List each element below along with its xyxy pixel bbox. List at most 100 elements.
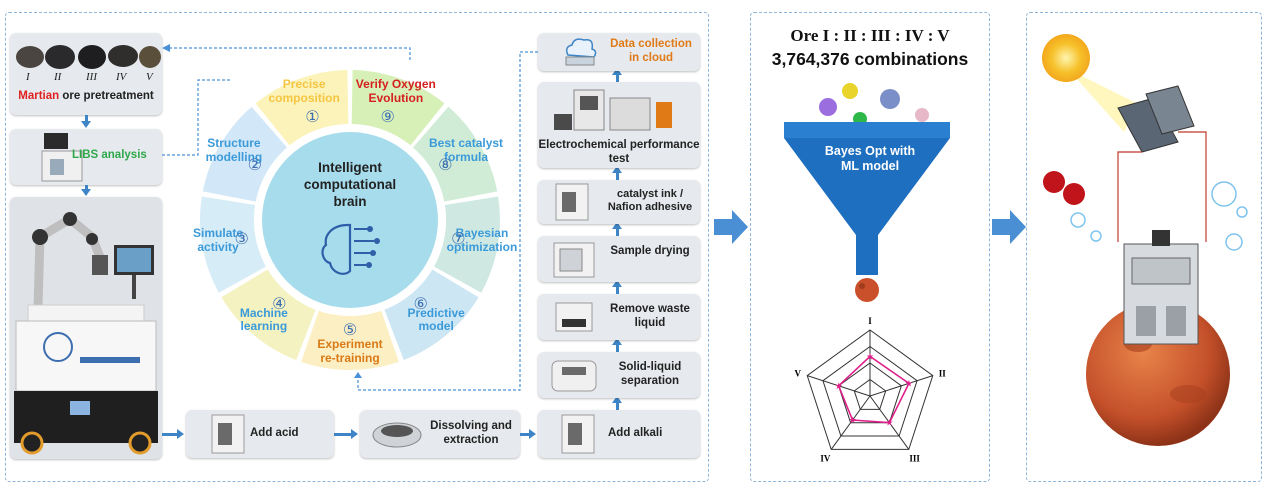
wheel-segment-label: Machine learning xyxy=(239,305,288,334)
radar-grid-ring xyxy=(806,329,934,450)
ore-label-2: II xyxy=(54,71,62,83)
solid-liquid-box: Solid-liquid separation xyxy=(538,352,700,398)
wheel-segment-label: Experiment re-training xyxy=(317,337,383,365)
radar-grid-ring xyxy=(822,345,918,437)
oven-image xyxy=(553,242,595,278)
ore-pretreatment-box: I II III IV V Martian ore pretreatment xyxy=(10,33,162,115)
radar-axis-label: IV xyxy=(820,453,831,463)
brain-wheel xyxy=(200,70,501,370)
wheel-segment-number: ④ xyxy=(272,296,287,314)
oxygen-molecule-icon xyxy=(1043,171,1065,193)
radar-series-line xyxy=(837,355,910,424)
wheel-segment-label: Bayesian optimization xyxy=(446,226,518,255)
add-alkali-box: Add alkali xyxy=(538,410,700,458)
sample-drying-box: Sample drying xyxy=(538,236,700,282)
libs-instrument-image xyxy=(41,133,83,182)
wheel-segment-number: ② xyxy=(247,157,262,174)
wheel-segment-number: ⑤ xyxy=(342,322,358,339)
wheel-segment-number: ⑦ xyxy=(451,231,466,249)
ore-labels: I II III IV V xyxy=(10,71,162,85)
ore-pretreatment-text: ore pretreatment xyxy=(59,90,154,102)
acid-instrument-image xyxy=(211,414,245,454)
radar-point: ★ xyxy=(849,415,857,425)
ore-samples-image xyxy=(16,45,161,69)
wheel-segment-number: ③ xyxy=(234,231,249,249)
wheel-segment-label: Simulate activity xyxy=(193,226,244,255)
radar-grid-ring xyxy=(853,378,887,410)
mars-small-icon xyxy=(855,278,879,302)
dissolving-box: Dissolving and extraction xyxy=(360,410,520,458)
wheel-segment xyxy=(301,310,399,370)
wheel-segment-number: ① xyxy=(305,108,320,126)
wheel-segment xyxy=(433,196,501,293)
radar-point: ★ xyxy=(866,351,874,361)
optimization-panel xyxy=(750,12,990,482)
wheel-segment-number: ⑨ xyxy=(380,108,395,126)
ore-pretreatment-title: Martian ore pretreatment xyxy=(10,90,162,104)
remove-waste-label: Remove waste liquid xyxy=(610,303,690,329)
radar-axis-label: I xyxy=(868,316,872,326)
wheel-segment-number: ⑧ xyxy=(438,157,453,174)
alkali-instrument-image xyxy=(561,414,595,454)
robot-image xyxy=(14,212,158,455)
wheel-segment-number: ⑥ xyxy=(413,296,428,314)
centrifuge-image xyxy=(551,360,597,392)
brain-title: Intelligent computational brain xyxy=(303,160,397,209)
radar-axis xyxy=(830,395,871,450)
workflow-panel xyxy=(5,12,709,482)
radar-axis-label: II xyxy=(939,369,947,379)
add-alkali-label: Add alkali xyxy=(608,427,663,439)
robot-platform-box xyxy=(10,197,162,459)
remove-waste-box: Remove waste liquid xyxy=(538,294,700,340)
wheel-segment xyxy=(384,269,479,361)
ore-ratio-title: Ore I : II : III : IV : V xyxy=(790,26,950,45)
add-acid-box: Add acid xyxy=(186,410,334,458)
wheel-segment xyxy=(200,196,267,293)
filtration-image xyxy=(555,302,593,332)
ore-label-4: IV xyxy=(116,71,127,83)
wheel-segment-label: Predictive model xyxy=(407,305,465,334)
ore-label-5: V xyxy=(146,71,153,83)
libs-label: LIBS analysis xyxy=(72,149,147,161)
martian-word: Martian xyxy=(18,90,60,102)
combinations-title: 3,764,376 combinations xyxy=(771,49,969,69)
radar-grid-ring xyxy=(838,362,902,424)
dissolving-label: Dissolving and extraction xyxy=(430,420,512,446)
wheel-segment xyxy=(412,106,498,202)
bayes-funnel xyxy=(784,83,950,275)
wheel-segments xyxy=(200,70,501,370)
mars-application-panel xyxy=(1026,12,1262,482)
wheel-segment-label: Structure modelling xyxy=(205,136,263,164)
dissolving-instrument-image xyxy=(372,422,422,448)
libs-analysis-box: LIBS analysis xyxy=(10,129,162,185)
wheel-segment xyxy=(351,70,445,146)
sample-drying-label: Sample drying xyxy=(610,245,690,257)
sun-icon xyxy=(1042,34,1090,82)
arrow-right-icon xyxy=(714,210,748,244)
wheel-segment xyxy=(202,106,288,202)
electrochemical-test-label: Electrochemical performance test xyxy=(538,139,700,165)
add-acid-label: Add acid xyxy=(250,427,299,439)
radar-point: ★ xyxy=(835,381,843,391)
electrochemical-test-box: Electrochemical performance test xyxy=(538,82,700,168)
ore-label-3: III xyxy=(86,71,97,83)
radar-point: ★ xyxy=(885,418,893,428)
brain-icon xyxy=(321,223,380,275)
catalyst-ink-box: catalyst ink / Nafion adhesive xyxy=(538,180,700,224)
mars-oxygen-scene xyxy=(1042,34,1248,446)
radar-axis-label: III xyxy=(909,453,920,463)
radar-axis xyxy=(869,375,933,397)
funnel-label: Bayes Opt with ML model xyxy=(824,144,916,173)
solid-liquid-label: Solid-liquid separation xyxy=(618,361,682,387)
wheel-segment-label: Verify Oxygen Evolution xyxy=(355,77,436,105)
radar-point: ★ xyxy=(905,378,913,388)
wheel-segment-label: Best catalyst formula xyxy=(429,136,504,164)
arrow-right-icon-2 xyxy=(992,210,1026,244)
data-cloud-box: Data collection in cloud xyxy=(538,33,700,71)
catalyst-ink-label: catalyst ink / Nafion adhesive xyxy=(607,188,693,214)
ore-label-1: I xyxy=(26,71,30,83)
wheel-segment-label: Precise composition xyxy=(268,77,340,105)
ink-instrument-image xyxy=(555,183,589,221)
electrochemical-setup-image xyxy=(554,89,672,131)
